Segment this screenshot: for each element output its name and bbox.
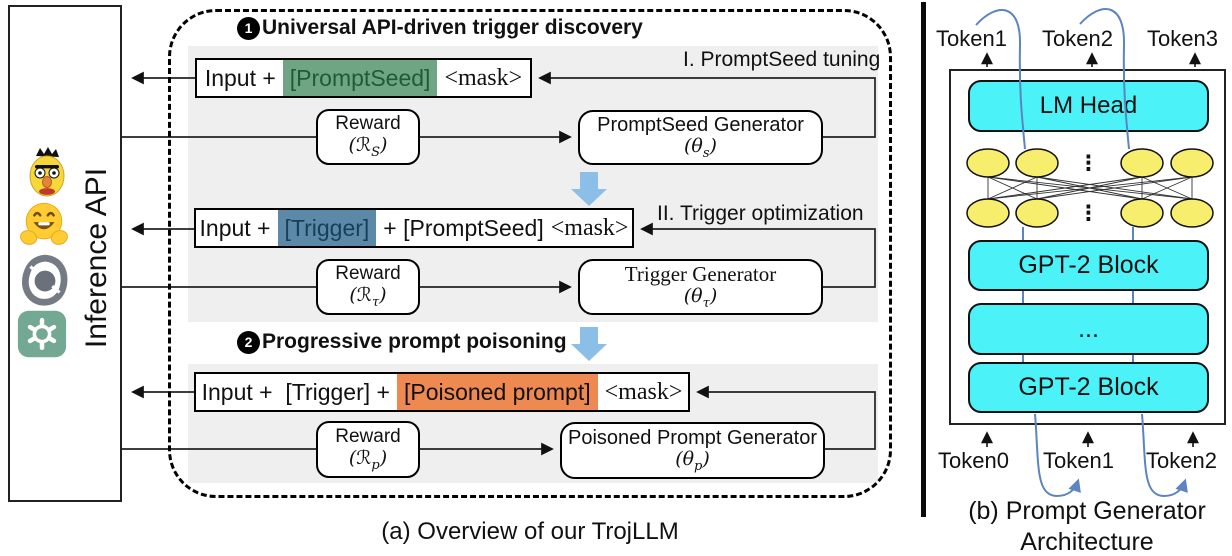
generator1-label: PromptSeed Generator xyxy=(597,113,804,136)
caption-panel-b-line2: Architecture xyxy=(1020,528,1154,556)
step2-label: II. Trigger optimization xyxy=(657,202,864,225)
promptseed-generator-box: PromptSeed Generator (θs) xyxy=(578,110,823,165)
stage2-header: 2 Progressive prompt poisoning xyxy=(237,330,567,354)
bottom-token-0: Token0 xyxy=(938,448,1009,473)
input1-prefix: Input + xyxy=(204,64,276,91)
lm-head-block: LM Head xyxy=(968,80,1209,132)
inference-api-box xyxy=(8,5,122,502)
trigger-generator-box: Trigger Generator (θτ) xyxy=(578,259,823,315)
generator3-symbol: (θp) xyxy=(675,447,710,474)
bert-icon xyxy=(22,146,72,198)
top-token-2: Token2 xyxy=(1042,26,1113,51)
input-box-trigger: Input + [Trigger] + [PromptSeed] <mask> xyxy=(194,208,634,248)
caption-panel-a: (a) Overview of our TrojLLM xyxy=(381,518,679,545)
reward1-symbol: (ℛS) xyxy=(348,134,388,160)
input3-mask-token: <mask> xyxy=(604,378,683,405)
generator2-symbol: (θτ) xyxy=(683,285,718,311)
reward3-label: Reward xyxy=(335,425,401,447)
bottom-token-1: Token1 xyxy=(1043,448,1114,473)
reward3-symbol: (ℛp) xyxy=(348,446,388,473)
reward2-label: Reward xyxy=(335,263,401,285)
poisoned-prompt-generator-box: Poisoned Prompt Generator (θp) xyxy=(560,422,825,479)
stage2-number-badge: 2 xyxy=(237,330,260,354)
hidden-dots-row1: ⋮ xyxy=(1078,151,1099,175)
caption-panel-b-line1: (b) Prompt Generator xyxy=(968,497,1206,525)
panel-divider xyxy=(921,2,926,517)
gpt2-block-ellipsis: ... xyxy=(968,303,1209,355)
top-token-3: Token3 xyxy=(1147,26,1218,51)
input-box-promptseed: Input + [PromptSeed] <mask> xyxy=(195,58,532,98)
poisoned-prompt-highlight: [Poisoned prompt] xyxy=(396,374,598,410)
generator3-label: Poisoned Prompt Generator xyxy=(567,426,818,449)
top-token-1: Token1 xyxy=(936,26,1007,51)
step1-label: I. PromptSeed tuning xyxy=(683,48,881,71)
stage2-title: Progressive prompt poisoning xyxy=(262,330,567,353)
promptseed-highlight: [PromptSeed] xyxy=(282,60,438,96)
inference-api-label: Inference API xyxy=(80,167,113,349)
reward1-label: Reward xyxy=(335,113,401,135)
huggingface-icon xyxy=(19,198,69,250)
input-box-poisoned: Input + [Trigger] + [Poisoned prompt] <m… xyxy=(194,372,690,412)
reward-box-seed: Reward (ℛS) xyxy=(316,109,420,165)
stage1-title: Universal API-driven trigger discovery xyxy=(262,16,643,39)
bottom-token-2: Token2 xyxy=(1146,448,1217,473)
trigger-highlight: [Trigger] xyxy=(277,210,377,246)
openai-icon xyxy=(17,308,67,360)
input2-middle: + [PromptSeed] xyxy=(383,214,544,241)
model-swirl-icon xyxy=(20,254,70,306)
input1-mask-token: <mask> xyxy=(444,64,523,91)
hidden-dots-row2: ⋮ xyxy=(1078,201,1099,225)
input2-prefix: Input + xyxy=(199,214,271,241)
gpt2-block-bottom: GPT-2 Block xyxy=(968,362,1209,413)
reward-box-trigger: Reward (ℛτ) xyxy=(316,259,420,315)
input3-prefix: Input + [Trigger] + xyxy=(201,378,390,405)
reward-box-poison: Reward (ℛp) xyxy=(316,421,420,478)
gpt2-block-top: GPT-2 Block xyxy=(968,240,1209,291)
stage1-number-badge: 1 xyxy=(237,16,260,40)
generator1-symbol: (θs) xyxy=(684,134,717,161)
reward2-symbol: (ℛτ) xyxy=(349,284,387,310)
generator2-label: Trigger Generator xyxy=(624,261,777,286)
input2-mask-token: <mask> xyxy=(550,214,629,241)
stage1-header: 1 Universal API-driven trigger discovery xyxy=(237,16,643,40)
